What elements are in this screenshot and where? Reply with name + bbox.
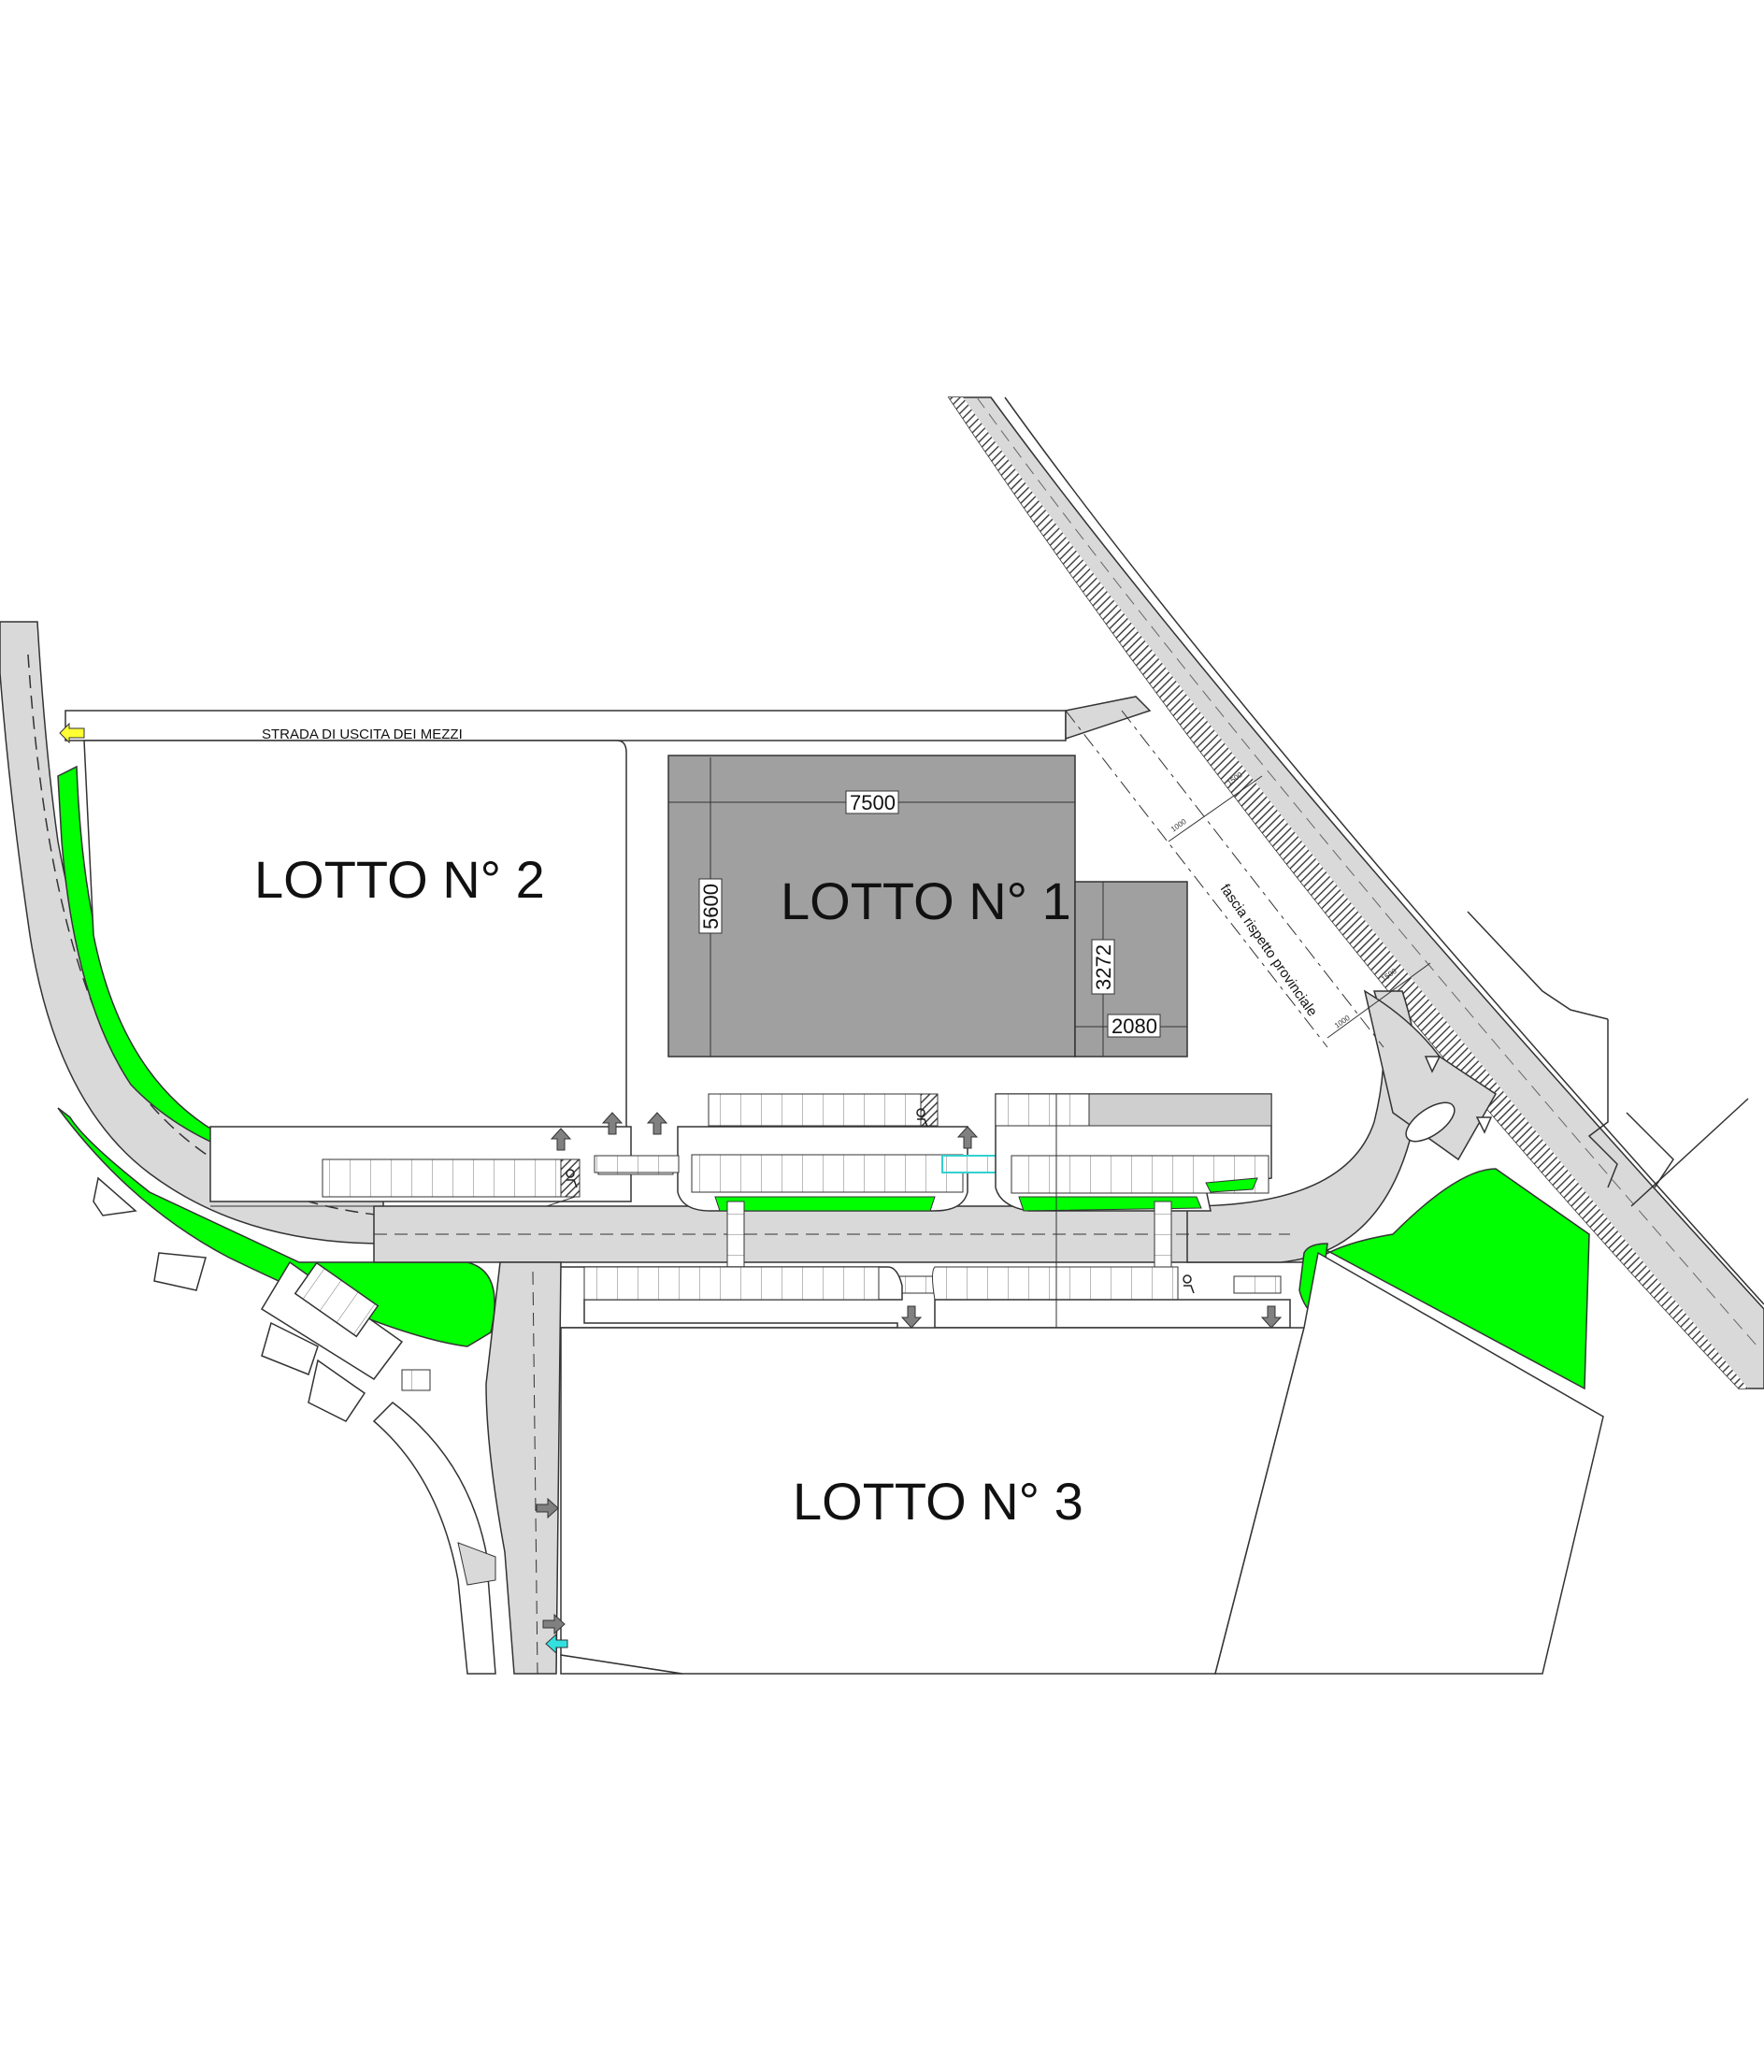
green-area-east [1312, 1168, 1590, 1390]
neighbor-houses-west [93, 1176, 404, 1422]
lot-1-label: LOTTO N° 1 [781, 871, 1071, 930]
offset-a-label: 1000 [1169, 817, 1188, 834]
lot-3-label: LOTTO N° 3 [793, 1472, 1083, 1531]
building-width-dim: 7500 [850, 791, 896, 814]
junction-east [1363, 989, 1497, 1161]
exit-road-label: STRADA DI USCITA DEI MEZZI [262, 727, 463, 742]
direction-arrow-icon [536, 1112, 1283, 1635]
cyan-direction-arrow-icon [545, 1633, 568, 1655]
traffic-island [1405, 1101, 1456, 1143]
central-road [373, 990, 1419, 1263]
annex-width-dim: 2080 [1111, 1014, 1157, 1038]
building-depth-dim: 5600 [699, 884, 723, 929]
disabled-parking-icon [566, 1108, 1195, 1294]
annex-height-dim: 3272 [1092, 944, 1115, 990]
neighbor-buildings [1467, 911, 1749, 1207]
exit-road: STRADA DI USCITA DEI MEZZI [59, 696, 1152, 744]
lot-3: LOTTO N° 3 [560, 1251, 1604, 1675]
buffer-zone-label: fascia rispetto provinciale [1217, 882, 1321, 1020]
lot-1-building: LOTTO N° 1 7500 5600 3272 2080 [667, 755, 1188, 1058]
lot-2: LOTTO N° 2 [83, 740, 627, 1132]
road-hatched-edge [949, 397, 1748, 1389]
lot-2-label: LOTTO N° 2 [254, 850, 545, 909]
give-way-triangle-icon [1424, 1056, 1493, 1134]
yellow-direction-arrow-icon [59, 722, 85, 744]
provincial-road [947, 396, 1764, 1389]
